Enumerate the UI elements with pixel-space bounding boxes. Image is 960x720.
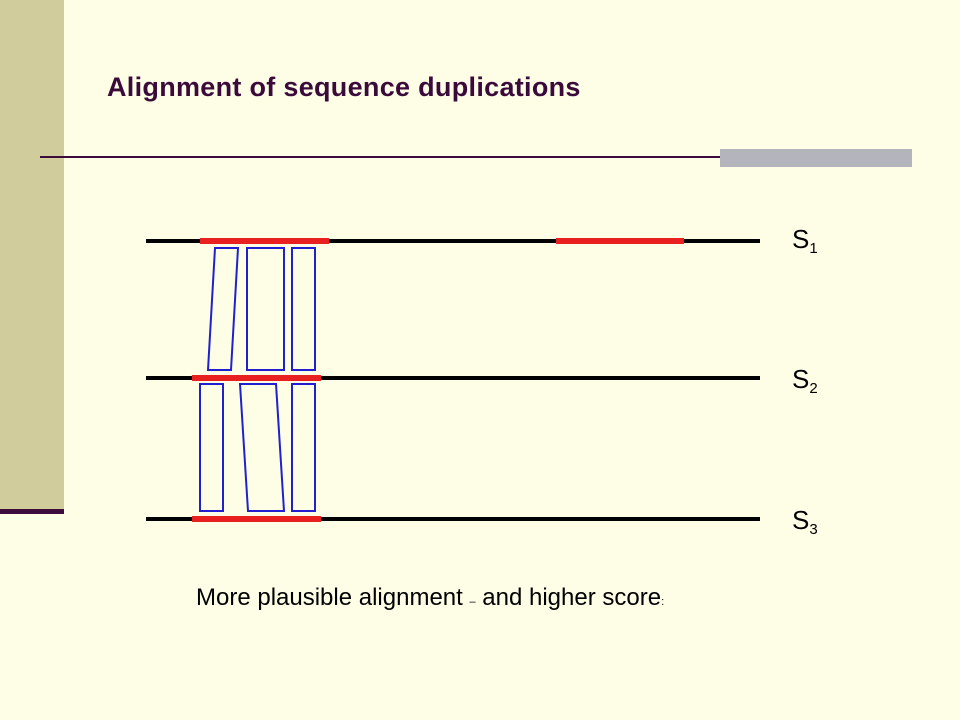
- sequence-label-s1-sub: 1: [809, 240, 818, 257]
- sequence-label-s2-sub: 2: [809, 380, 818, 397]
- alignment-box-s1s2-2: [246, 247, 285, 371]
- left-decor-bar: [0, 0, 64, 510]
- sequence-label-s1-letter: S: [792, 224, 810, 254]
- caption-colon: :: [661, 596, 665, 608]
- alignment-box-s2s3-3: [291, 383, 316, 512]
- slide-title: Alignment of sequence duplications: [107, 72, 581, 102]
- sequence-label-s2: S2: [792, 364, 818, 397]
- title-rule: [40, 156, 912, 158]
- left-decor-bar-cap: [0, 509, 64, 514]
- sequence-label-s3-letter: S: [792, 505, 810, 535]
- caption-dash: –: [469, 596, 476, 608]
- sequence-label-s3-sub: 3: [809, 521, 818, 538]
- caption-text-1: More plausible alignment: [196, 584, 470, 611]
- alignment-box-s2s3-2: [238, 383, 286, 512]
- alignment-box-s1s2-1: [206, 247, 240, 371]
- title-rule-accent: [720, 149, 912, 167]
- sequence-label-s1: S1: [792, 224, 818, 257]
- caption-text-2: and higher score: [475, 584, 662, 611]
- sequence-label-s3: S3: [792, 505, 818, 538]
- sequence-label-s2-letter: S: [792, 364, 810, 394]
- alignment-box-s1s2-3: [291, 247, 316, 371]
- alignment-box-s2s3-1: [199, 383, 224, 512]
- diagram-caption: More plausible alignment – and higher sc…: [196, 584, 664, 612]
